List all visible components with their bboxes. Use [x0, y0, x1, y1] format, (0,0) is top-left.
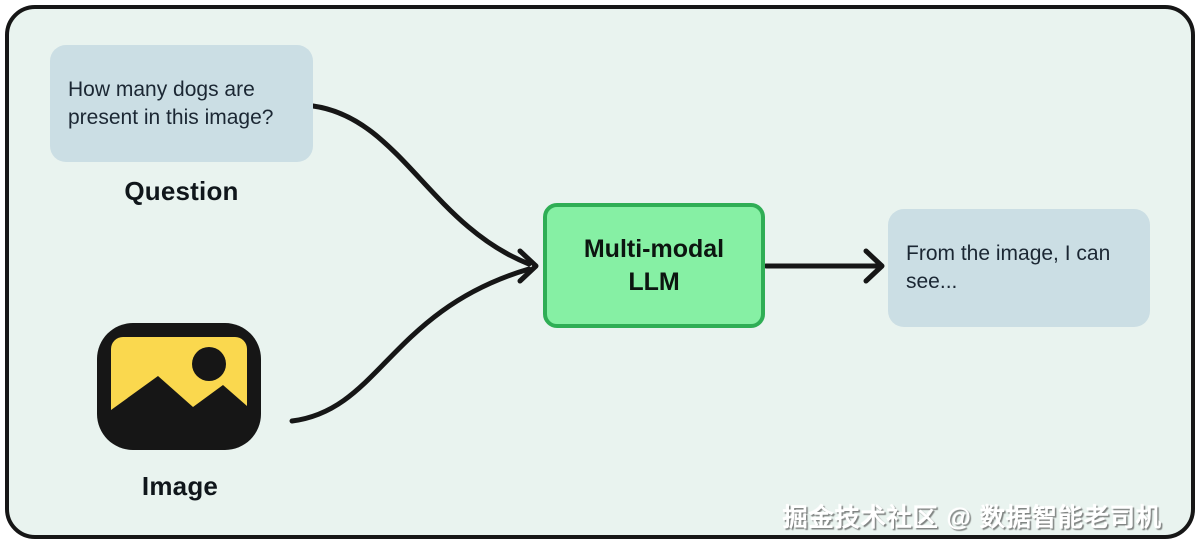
- model-node-label: Multi-modal LLM: [583, 234, 725, 296]
- model-node: Multi-modal LLM: [543, 203, 765, 328]
- picture-icon-mountains: [111, 376, 247, 438]
- output-bubble-text: From the image, I can see...: [906, 242, 1111, 293]
- question-label: Question: [124, 176, 239, 206]
- watermark-text: 掘金技术社区 @ 数据智能老司机: [782, 504, 1162, 532]
- picture-icon-sun: [192, 347, 226, 381]
- question-bubble-text: How many dogs are present in this image?: [68, 77, 274, 129]
- output-bubble: From the image, I can see...: [888, 209, 1150, 327]
- picture-icon: [97, 323, 261, 450]
- question-bubble: How many dogs are present in this image?: [50, 45, 313, 162]
- image-label: Image: [141, 471, 219, 501]
